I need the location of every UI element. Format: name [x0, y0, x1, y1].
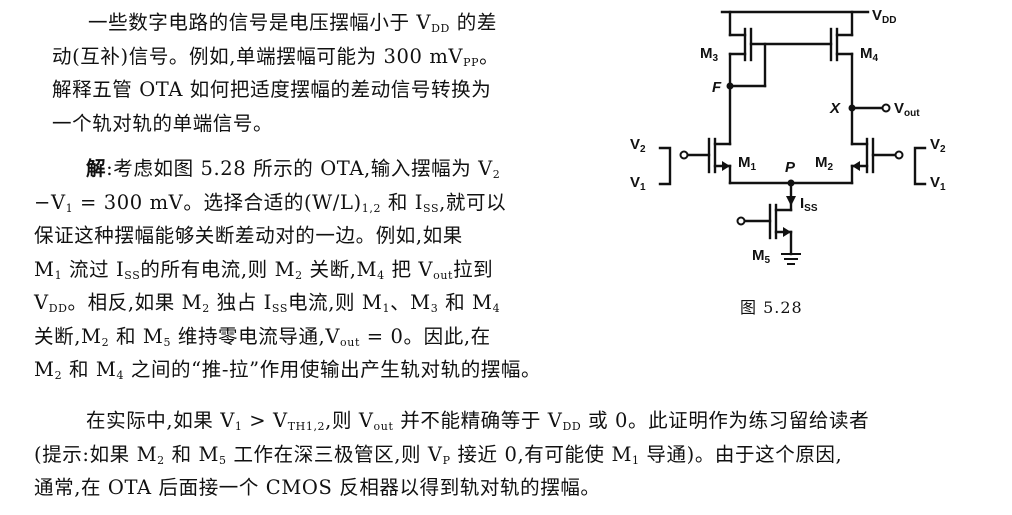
m1-arrow — [722, 161, 730, 171]
m5-label: M5 — [752, 247, 771, 266]
m5-arrow — [783, 227, 791, 237]
input-terminal-right — [894, 150, 904, 160]
solution-line-7: M2 和 M4 之间的“推-拉”作用使输出产生轨对轨的摆幅。 — [34, 358, 542, 382]
practice-line-3: 通常,在 OTA 后面接一个 CMOS 反相器以得到轨对轨的摆幅。 — [34, 476, 601, 499]
v2-left-label: V2 — [630, 136, 646, 155]
vdd-label: VDD — [872, 7, 896, 26]
ota-circuit-diagram: VDD M3 M4 F X Vout M1 M2 P ISS M5 V2 V1 … — [630, 7, 946, 266]
solution-line-6: 关断,M2 和 M5 维持零电流导通,Vout = 0。因此,在 — [34, 324, 491, 349]
problem-line-2: 动(互补)信号。例如,单端摆幅可能为 300 mVPP。 — [52, 44, 500, 69]
bias-terminal — [736, 216, 746, 226]
problem-line-3: 解释五管 OTA 如何把适度摆幅的差动信号转换为 — [52, 78, 492, 101]
node-x-label: X — [829, 100, 841, 117]
output-terminal — [881, 103, 891, 113]
m2-arrow — [852, 161, 860, 171]
practice-paragraph: 在实际中,如果 V1 > VTH1,2,则 Vout 并不能精确等于 VDD 或… — [34, 404, 869, 505]
input-terminal-left — [679, 150, 689, 160]
solution-line-5: VDD。相反,如果 M2 独占 ISS电流,则 M1、M3 和 M4 — [34, 291, 501, 315]
m4-label: M4 — [860, 45, 879, 64]
problem-line-4: 一个轨对轨的单端信号。 — [52, 111, 274, 135]
m3-label: M3 — [700, 45, 719, 64]
node-x-dot — [848, 104, 856, 112]
node-f-dot — [726, 82, 734, 90]
solution-paragraph: 解:考虑如图 5.28 所示的 OTA,输入摆幅为 V2 −V1 = 300 m… — [34, 152, 541, 387]
m1-label: M1 — [738, 154, 757, 173]
problem-paragraph: 一些数字电路的信号是电压摆幅小于 VDD 的差 动(互补)信号。例如,单端摆幅可… — [52, 6, 499, 140]
v1-right-label: V1 — [930, 174, 946, 193]
solution-line-4: M1 流过 ISS的所有电流,则 M2 关断,M4 把 Vout拉到 — [34, 257, 494, 282]
iss-label: ISS — [800, 195, 818, 214]
practice-line-2: (提示:如果 M2 和 M5 工作在深三极管区,则 VP 接近 0,有可能使 M… — [34, 442, 843, 467]
v2-right-label: V2 — [930, 136, 946, 155]
iss-arrow — [786, 196, 796, 206]
node-p-label: P — [785, 159, 796, 176]
node-f-label: F — [712, 79, 722, 96]
problem-line-1: 一些数字电路的信号是电压摆幅小于 VDD 的差 — [88, 11, 497, 35]
vout-label: Vout — [894, 100, 920, 119]
practice-line-1: 在实际中,如果 V1 > VTH1,2,则 Vout 并不能精确等于 VDD 或… — [86, 409, 870, 433]
node-p-dot — [787, 179, 795, 187]
solution-line-2: −V1 = 300 mV。选择合适的(W/L)1,2 和 ISS,就可以 — [34, 190, 507, 215]
ground-symbol — [781, 253, 801, 265]
m2-label: M2 — [815, 154, 834, 173]
solution-line-1: 解:考虑如图 5.28 所示的 OTA,输入摆幅为 V2 — [86, 157, 501, 181]
v1-left-label: V1 — [630, 174, 646, 193]
solution-line-3: 保证这种摆幅能够关断差动对的一边。例如,如果 — [34, 224, 463, 247]
figure-caption: 图 5.28 — [740, 298, 803, 317]
